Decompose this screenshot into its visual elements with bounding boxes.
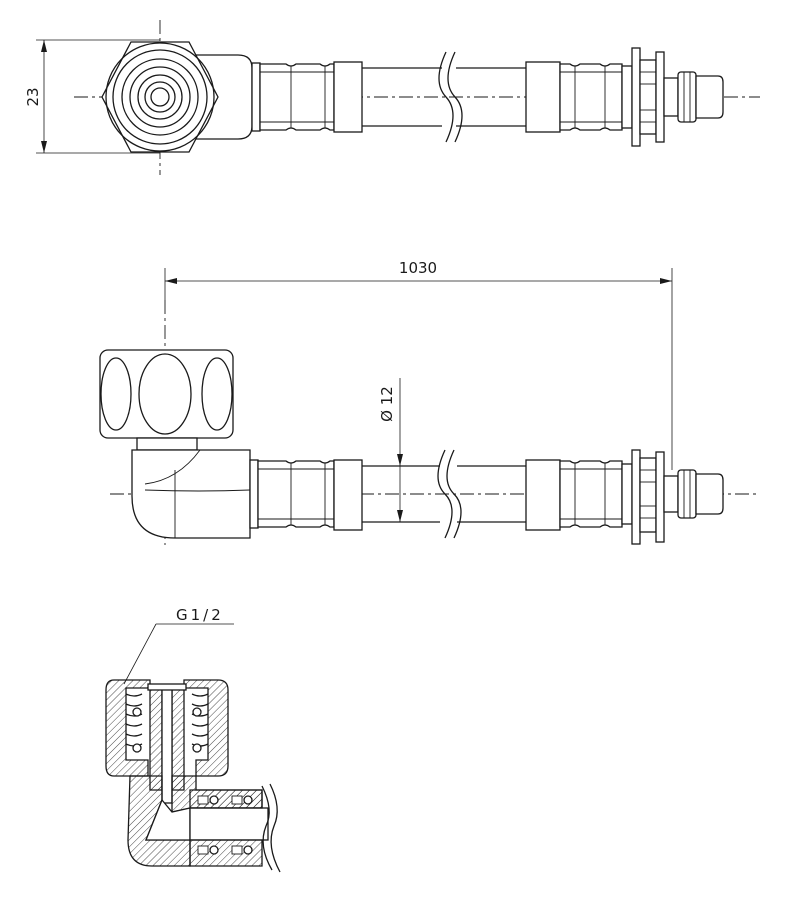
crimp-rings-section bbox=[197, 795, 243, 855]
crimp-sleeve-right-front bbox=[525, 459, 623, 531]
nut-front bbox=[99, 349, 234, 439]
end-fitting-top bbox=[621, 47, 724, 147]
crimp-sleeve-left-top bbox=[251, 61, 363, 133]
thread-label: G1/2 bbox=[176, 606, 224, 624]
crimp-sleeve-right-top bbox=[525, 61, 623, 133]
internal-threads bbox=[125, 693, 209, 747]
front-view: 1030 bbox=[99, 259, 760, 545]
thread-leader: G1/2 bbox=[123, 606, 234, 685]
end-fitting-front bbox=[621, 449, 724, 545]
diameter-dimension: Ø 12 bbox=[378, 378, 403, 522]
nut-section bbox=[105, 679, 229, 777]
elbow-front bbox=[131, 437, 251, 539]
hex-nut-top bbox=[101, 41, 219, 153]
top-view: 23 bbox=[24, 20, 760, 175]
length-dimension: 1030 bbox=[164, 259, 673, 470]
section-view: G1/2 bbox=[105, 606, 281, 873]
hose-front bbox=[362, 449, 526, 539]
height-dimension: 23 bbox=[24, 39, 160, 154]
height-dimension-label: 23 bbox=[24, 87, 42, 106]
diameter-dimension-label: Ø 12 bbox=[378, 386, 396, 422]
length-dimension-label: 1030 bbox=[399, 259, 437, 277]
elbow-section bbox=[127, 775, 281, 873]
crimp-sleeve-left-front bbox=[249, 459, 363, 531]
hose-top bbox=[362, 51, 526, 143]
